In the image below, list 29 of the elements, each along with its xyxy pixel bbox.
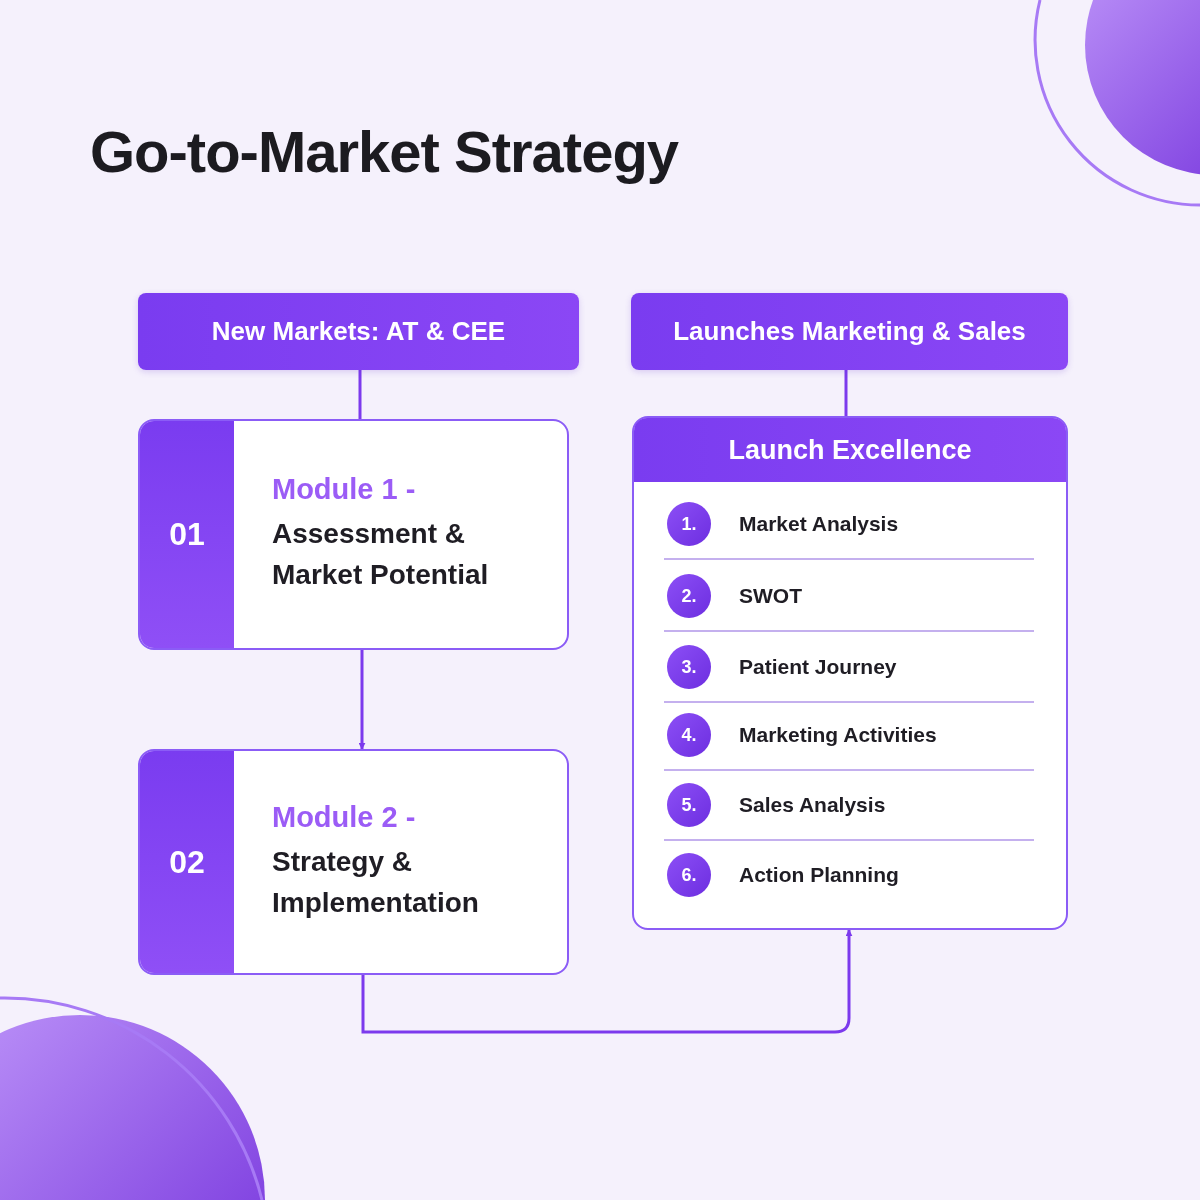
list-item-text: Marketing Activities <box>739 723 937 747</box>
number-badge: 4. <box>667 713 711 757</box>
module-title: Strategy & Implementation <box>272 844 480 920</box>
module-number: 01 <box>169 516 205 553</box>
number-badge: 3. <box>667 645 711 689</box>
panel-title: Launch Excellence <box>728 434 972 466</box>
module-heading: Module 2 - <box>272 800 417 834</box>
module-title: Assessment & Market Potential <box>272 517 490 592</box>
header-box <box>138 293 579 370</box>
header-box <box>631 293 1068 370</box>
number-badge: 5. <box>667 783 711 827</box>
number-badge: 6. <box>667 853 711 897</box>
connector-arrow <box>361 929 853 1034</box>
number-badge: 1. <box>667 502 711 546</box>
list-item-text: SWOT <box>739 584 802 608</box>
connector-arrow <box>358 650 366 750</box>
header-text: Launches Marketing & Sales <box>673 316 1026 347</box>
list-item-text: Action Planning <box>739 863 899 887</box>
module-heading: Module 1 - <box>272 473 417 507</box>
list-panel <box>632 416 1068 930</box>
module-card <box>138 749 569 975</box>
number-badge: 2. <box>667 574 711 618</box>
list-item-text: Patient Journey <box>739 655 897 679</box>
module-number: 02 <box>169 843 205 881</box>
list-item-text: Sales Analysis <box>739 793 886 817</box>
module-card <box>138 419 569 650</box>
list-item-text: Market Analysis <box>739 512 899 536</box>
title: Go-to-Market Strategy <box>90 118 679 185</box>
header-text: New Markets: AT & CEE <box>211 316 506 347</box>
